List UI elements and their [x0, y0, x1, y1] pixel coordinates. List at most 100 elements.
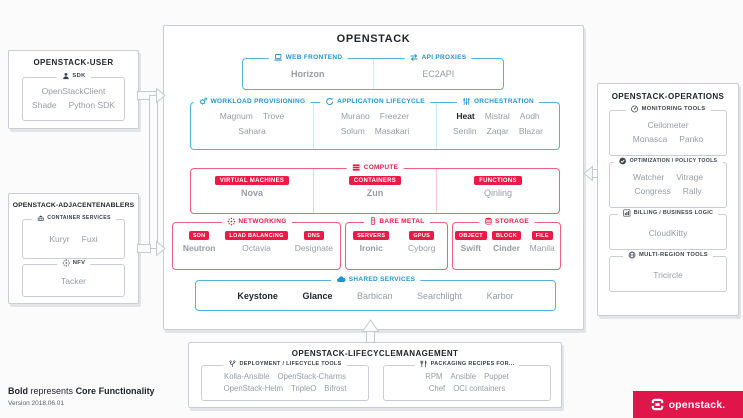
- category-tag: VIRTUAL MACHINES: [214, 176, 290, 185]
- cloud-icon: [336, 276, 346, 283]
- brand-wordmark: openstack.: [668, 398, 726, 411]
- sdk-legend: SDK: [56, 72, 91, 80]
- service-name: Python SDK: [68, 100, 115, 110]
- service-name: Horizon: [291, 69, 325, 79]
- network-burst-icon: [227, 217, 235, 226]
- connector-rail: [149, 95, 158, 249]
- api-proxies-cell: EC2API: [372, 59, 504, 89]
- service-row: Ceilometer: [610, 111, 726, 132]
- storage-section: STORAGE OBJECT Swift BLOCK Cinder FILE M…: [452, 217, 561, 270]
- globe-icon: [628, 251, 636, 259]
- service-name: Fuxi: [81, 234, 98, 244]
- service-name: Neutron: [182, 243, 216, 253]
- multi-region-legend: MULTI-REGION TOOLS: [623, 251, 713, 259]
- optimization-legend: OPTIMIZATION / POLICY TOOLS: [613, 157, 723, 165]
- containers-cell: CONTAINERS Zun: [313, 169, 436, 213]
- service-name: Tricircle: [653, 270, 683, 280]
- arrowhead-left: [583, 165, 593, 182]
- api-proxies-legend: API PROXIES: [404, 53, 472, 62]
- service-name: Panko: [679, 134, 704, 144]
- openstack-logo-icon: [650, 398, 664, 411]
- legend-core-words: Core Functionality: [75, 386, 155, 396]
- networking-legend: NETWORKING: [221, 217, 292, 226]
- shared-services-section: SHARED SERVICES Keystone Glance Barbican…: [195, 275, 556, 311]
- connector-shaft: [137, 91, 157, 100]
- container-services-legend: CONTAINER SERVICES: [31, 214, 116, 222]
- networking-section: NETWORKING SDN Neutron LOAD BALANCING Oc…: [172, 217, 341, 270]
- gpus-cell: GPUS Cyborg: [397, 223, 448, 269]
- compute-section: COMPUTE VIRTUAL MACHINES Nova CONTAINERS…: [190, 163, 560, 214]
- legend-bold-word: Bold: [8, 386, 28, 396]
- container-services-group: CONTAINER SERVICES Kuryr Fuxi: [22, 214, 125, 259]
- service-name: Vitrage: [676, 172, 704, 182]
- sdn-cell: SDN Neutron: [173, 223, 225, 269]
- server-tower-icon: [370, 217, 375, 225]
- service-name: CloudKitty: [648, 228, 688, 238]
- service-name: Tacker: [60, 276, 87, 286]
- service-name: Solum: [340, 126, 365, 136]
- service-name: Ansible: [450, 372, 477, 381]
- openstack-user-panel: OPENSTACK-USER SDK OpenStackClient Shade…: [8, 50, 139, 129]
- service-name: Keystone: [237, 291, 278, 301]
- category-tag: FUNCTIONS: [474, 176, 522, 185]
- laptop-icon: [274, 54, 282, 61]
- service-name: Bifrost: [324, 384, 347, 393]
- service-name: Barbican: [356, 291, 393, 301]
- load-balancing-cell: LOAD BALANCING Octavia: [225, 223, 288, 269]
- service-name: Designate: [294, 243, 333, 253]
- sdk-row: OpenStackClient: [23, 78, 124, 98]
- panel-title: OPENSTACK-USER: [33, 58, 114, 67]
- category-tag: OBJECT: [454, 231, 487, 240]
- legend-mid-text: represents: [30, 386, 74, 396]
- category-tag: BLOCK: [491, 231, 522, 240]
- service-name: RPM: [425, 372, 443, 381]
- service-row: CloudKitty: [610, 215, 726, 240]
- service-name: OpenStack-Helm: [223, 384, 283, 393]
- sliders-icon: [463, 98, 470, 105]
- category-tag: GPUS: [409, 231, 435, 240]
- service-name: Glance: [302, 291, 333, 301]
- packaging-legend: PACKAGING RECIPES FOR...: [414, 360, 520, 368]
- service-name: Cyborg: [408, 243, 436, 253]
- service-name: Masakari: [374, 126, 410, 136]
- orchestration-legend: ORCHESTRATION: [456, 97, 540, 106]
- service-name: Murano: [340, 111, 370, 121]
- service-name: Aodh: [519, 111, 540, 121]
- main-title: OPENSTACK: [336, 33, 411, 45]
- core-functionality-legend: Bold represents Core Functionality: [8, 386, 155, 396]
- service-name: EC2API: [422, 69, 455, 79]
- service-name: OCI containers: [453, 384, 506, 393]
- openstack-main-panel: OPENSTACK WEB FRONTEND API PROXIES Horiz…: [163, 25, 584, 330]
- bare-metal-legend: BARE METAL: [363, 217, 430, 225]
- service-name: Senlin: [453, 126, 477, 136]
- service-name: Kuryr: [49, 234, 70, 244]
- shared-services-row: Keystone Glance Barbican Searchlight Kar…: [196, 281, 555, 304]
- cutlery-icon: [420, 360, 427, 368]
- service-row: Tricircle: [610, 257, 726, 282]
- service-name: Swift: [460, 243, 481, 253]
- workload-provisioning-legend: WORKLOAD PROVISIONING: [193, 97, 311, 106]
- service-name: Ceilometer: [647, 120, 689, 130]
- refresh-icon: [326, 97, 334, 105]
- service-name: Nova: [240, 188, 263, 198]
- compute-legend: COMPUTE: [346, 163, 404, 172]
- check-circle-icon: [619, 157, 627, 165]
- service-name: Zaqar: [486, 126, 509, 136]
- server-stack-icon: [352, 164, 360, 171]
- panel-title: OPENSTACK-OPERATIONS: [611, 92, 725, 101]
- billing-legend: BILLING / BUSINESS LOGIC: [617, 209, 719, 217]
- category-tag: LOAD BALANCING: [225, 231, 288, 240]
- category-tag: CONTAINERS: [348, 176, 402, 185]
